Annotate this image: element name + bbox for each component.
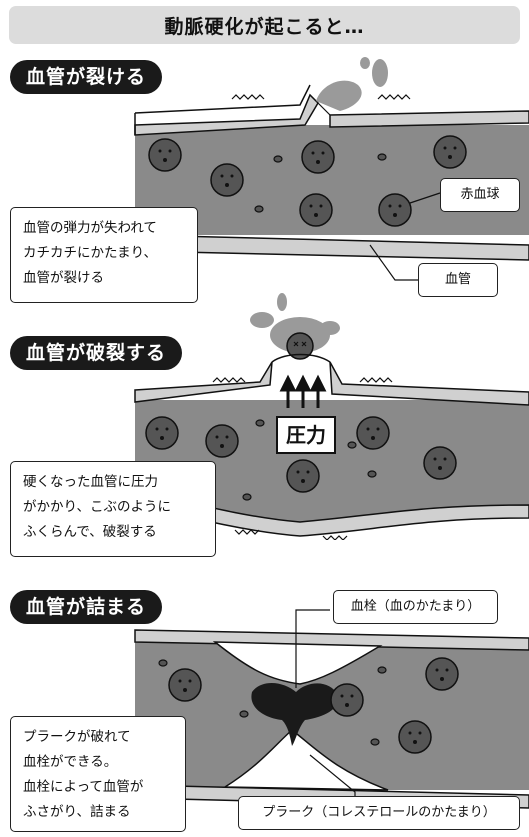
thrombus-label: 血栓（血のかたまり） [333,590,498,624]
blockage-description: プラークが破れて 血栓ができる。 血栓によって血管が ふさがり、詰まる [10,716,186,832]
rupture-description: 硬くなった血管に圧力 がかかり、こぶのように ふくらんで、破裂する [10,461,216,557]
plaque-label: プラーク（コレステロールのかたまり） [238,796,520,830]
page-title: 動脈硬化が起こると… [9,6,520,44]
pressure-label: 圧力 [276,416,336,454]
section-heading-tear: 血管が裂ける [10,60,163,94]
section-heading-blockage: 血管が詰まる [10,590,163,624]
rbc-label: 赤血球 [440,178,520,212]
vessel-tear-illustration [134,57,529,281]
vessel-rupture-illustration [134,293,529,540]
vessel-label: 血管 [418,263,498,297]
tear-description: 血管の弾力が失われて カチカチにかたまり、 血管が裂ける [10,207,198,303]
section-heading-rupture: 血管が破裂する [10,336,183,370]
